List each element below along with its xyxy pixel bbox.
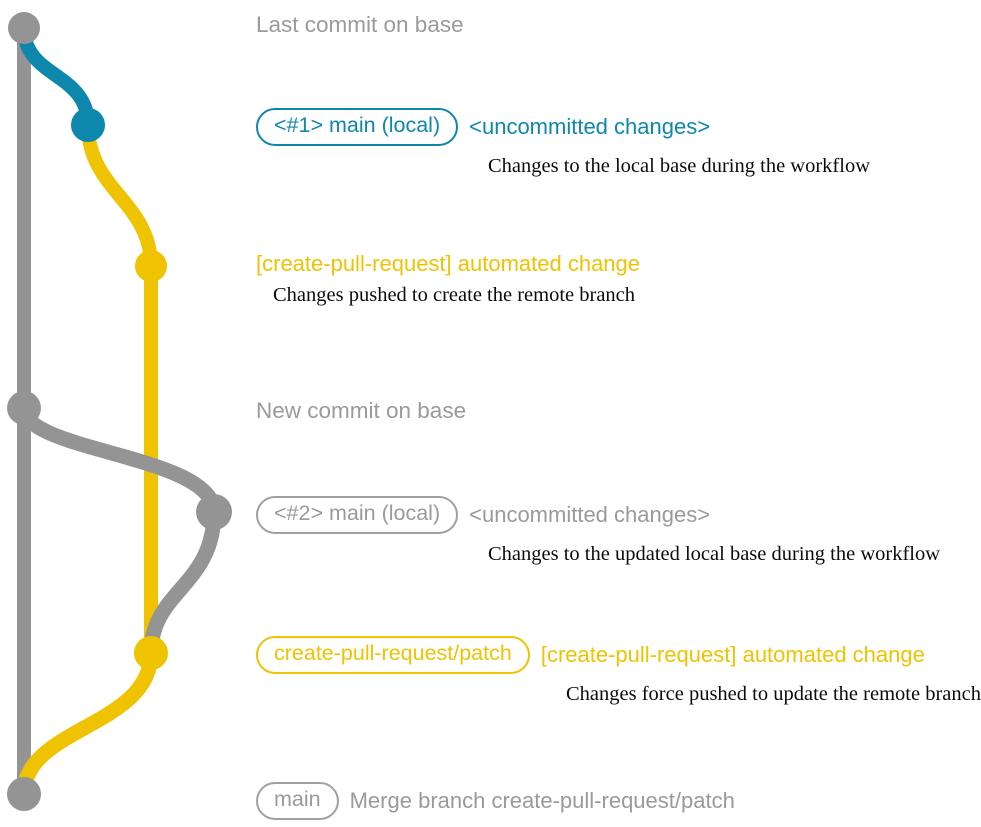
commit-description-patch-2: Changes force pushed to update the remot… [566,682,981,705]
commit-node-patch-2[interactable] [134,636,168,670]
commit-node-local-2[interactable] [196,494,232,530]
row-local-commit-2: <#2> main (local) <uncommitted changes> … [256,496,981,566]
row-local-commit-1: <#1> main (local) <uncommitted changes> … [256,108,981,178]
ref-badge-local-2[interactable]: <#2> main (local) [256,496,459,534]
patch-merge-line [16,645,159,802]
commit-description-patch-1: Changes pushed to create the remote bran… [273,284,636,306]
commit-node-base-last[interactable] [8,12,40,44]
commit-node-local-1[interactable] [71,108,105,142]
row-new-commit-on-base: New commit on base [256,398,981,424]
ref-badge-create-pull-request-patch[interactable]: create-pull-request/patch [256,636,530,674]
row-patch-commit-2: create-pull-request/patch [create-pull-r… [256,636,981,706]
commit-subject-local-1: <uncommitted changes> [469,113,711,139]
row-patch-commit-1: [create-pull-request] automated change C… [256,253,981,307]
commit-description-local-2: Changes to the updated local base during… [488,542,941,565]
commit-subject-patch-2: [create-pull-request] automated change [540,641,925,667]
local-branch-line-1 [17,21,95,132]
ref-badge-main[interactable]: main [256,782,339,820]
heading-new-commit-on-base: New commit on base [256,398,467,423]
commit-description-local-1: Changes to the local base during the wor… [488,154,871,177]
commit-node-merge-main[interactable] [7,777,41,811]
local-branch-line-2 [16,400,222,520]
patch-branch-line-upper [81,118,158,273]
commit-node-base-new[interactable] [7,391,41,425]
commit-subject-merge: Merge branch create-pull-request/patch [349,787,735,813]
row-last-commit-on-base: Last commit on base [256,12,981,38]
commit-subject-local-2: <uncommitted changes> [469,501,711,527]
local-to-patch-line [143,504,222,661]
heading-last-commit-on-base: Last commit on base [256,12,464,37]
ref-badge-local-1[interactable]: <#1> main (local) [256,108,459,146]
commit-subject-patch-1: [create-pull-request] automated change [256,251,641,276]
commit-node-patch-1[interactable] [135,250,167,282]
row-merge-commit: main Merge branch create-pull-request/pa… [256,782,981,820]
